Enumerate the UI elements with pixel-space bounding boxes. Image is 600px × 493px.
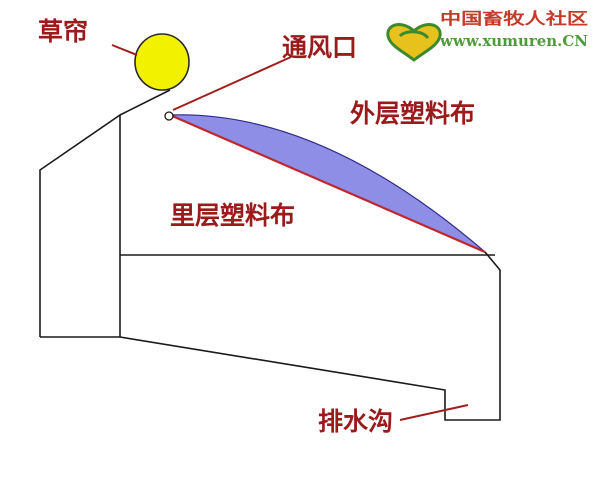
roof-rise bbox=[119, 89, 171, 116]
straw-curtain-leader bbox=[111, 44, 138, 56]
straw-curtain-roll bbox=[134, 33, 190, 91]
drain-ditch-label: 排水沟 bbox=[318, 407, 393, 436]
drain-ditch-leader bbox=[399, 404, 469, 421]
leaf-icon bbox=[398, 30, 430, 40]
heart-logo-icon bbox=[386, 23, 442, 62]
inner-plastic-film bbox=[169, 113, 486, 254]
watermark-logo bbox=[386, 23, 442, 62]
vent-opening bbox=[164, 111, 174, 121]
vent-leader bbox=[172, 56, 292, 111]
watermark-url: www.xumuren.CN bbox=[439, 32, 588, 50]
floor-outline bbox=[40, 251, 501, 421]
outer-film-label: 外层塑料布 bbox=[350, 99, 475, 128]
inner-film-label: 里层塑料布 bbox=[170, 201, 295, 230]
vent-label: 通风口 bbox=[282, 33, 357, 62]
greenhouse-outline bbox=[39, 89, 501, 421]
watermark-site-name: 中国畜牧人社区 bbox=[440, 9, 588, 28]
back-wall bbox=[39, 113, 121, 337]
straw-curtain-label: 草帘 bbox=[38, 17, 88, 46]
